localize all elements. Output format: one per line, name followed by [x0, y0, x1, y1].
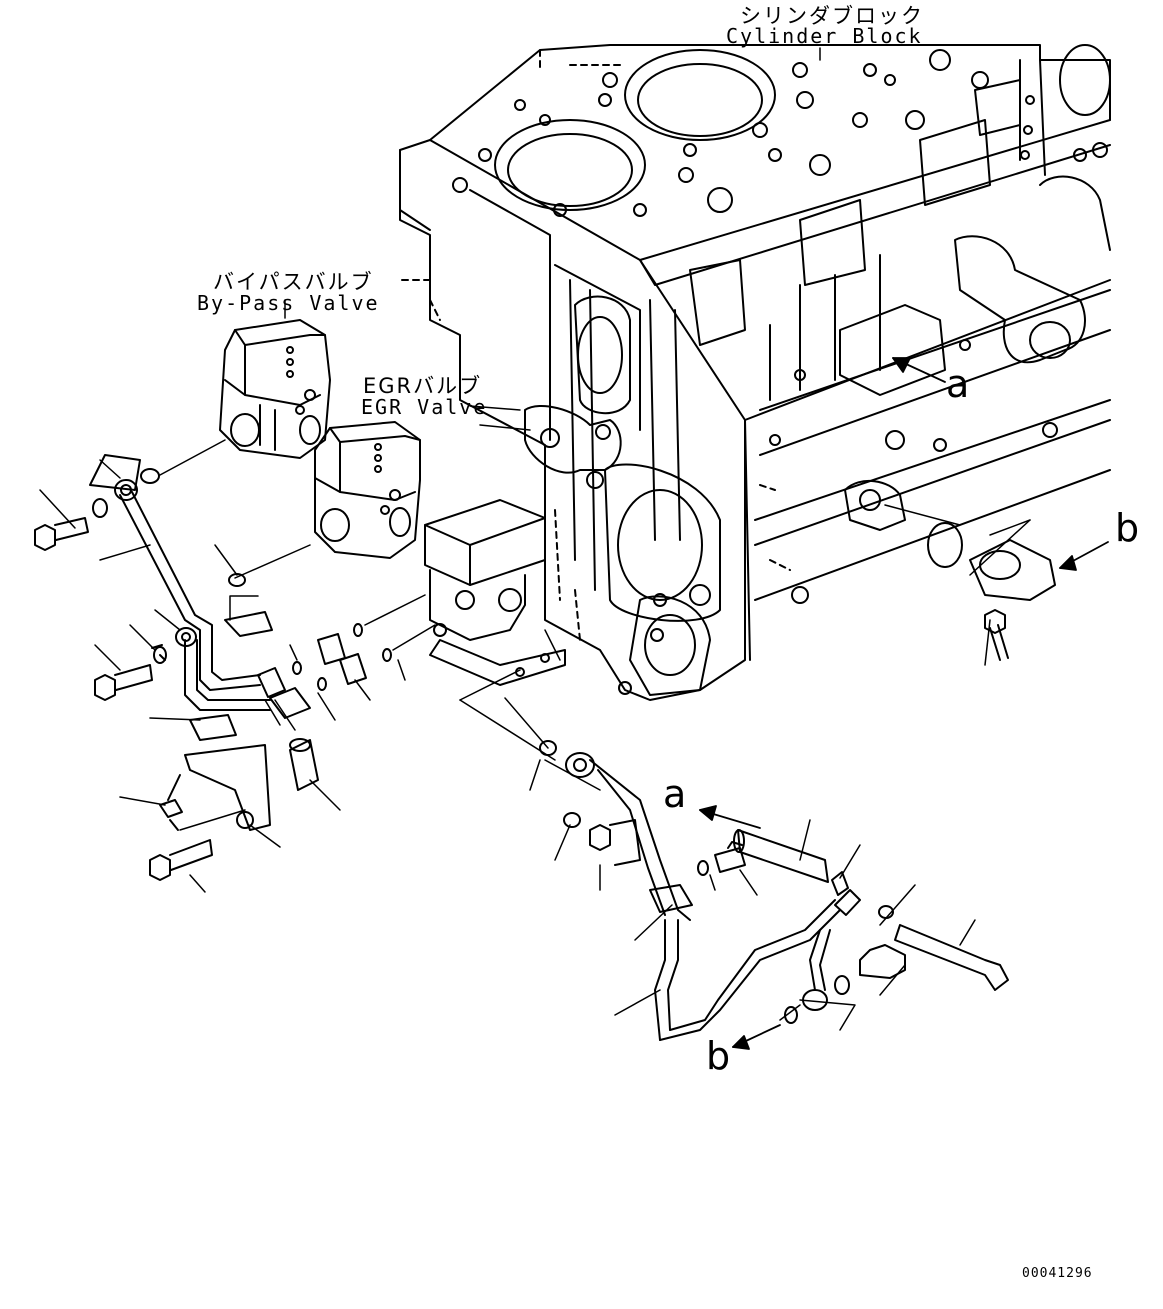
- reference-label-b-bottom: b: [706, 1034, 732, 1078]
- reference-label-a-bottom: a: [663, 772, 688, 816]
- bypass-valve-label-ja: バイパスバルブ: [213, 270, 374, 294]
- bypass-valve-label-en: By-Pass Valve: [197, 291, 380, 315]
- cylinder-block-illustration: [399, 44, 1111, 701]
- lower-pipe-assembly: [539, 740, 1009, 1041]
- egr-valve-illustration: [314, 421, 421, 559]
- reference-arrows: [699, 357, 1109, 1050]
- left-pipe-assembly: [34, 454, 392, 881]
- egr-valve-label-en: EGR Valve: [361, 395, 488, 419]
- valve-mounting-block: [424, 499, 566, 686]
- right-connector: [927, 522, 1056, 661]
- bypass-valve-illustration: [219, 319, 331, 459]
- cylinder-block-label-en: Cylinder Block: [726, 24, 923, 48]
- drawing-number: 00041296: [1022, 1266, 1093, 1281]
- reference-label-a-top: a: [946, 362, 971, 406]
- reference-label-b-top: b: [1115, 506, 1141, 550]
- callout-lines: [39, 47, 1031, 1031]
- cylinder-block-label-ja: シリンダブロック: [740, 4, 924, 28]
- egr-valve-label-ja: EGRバルブ: [363, 374, 483, 398]
